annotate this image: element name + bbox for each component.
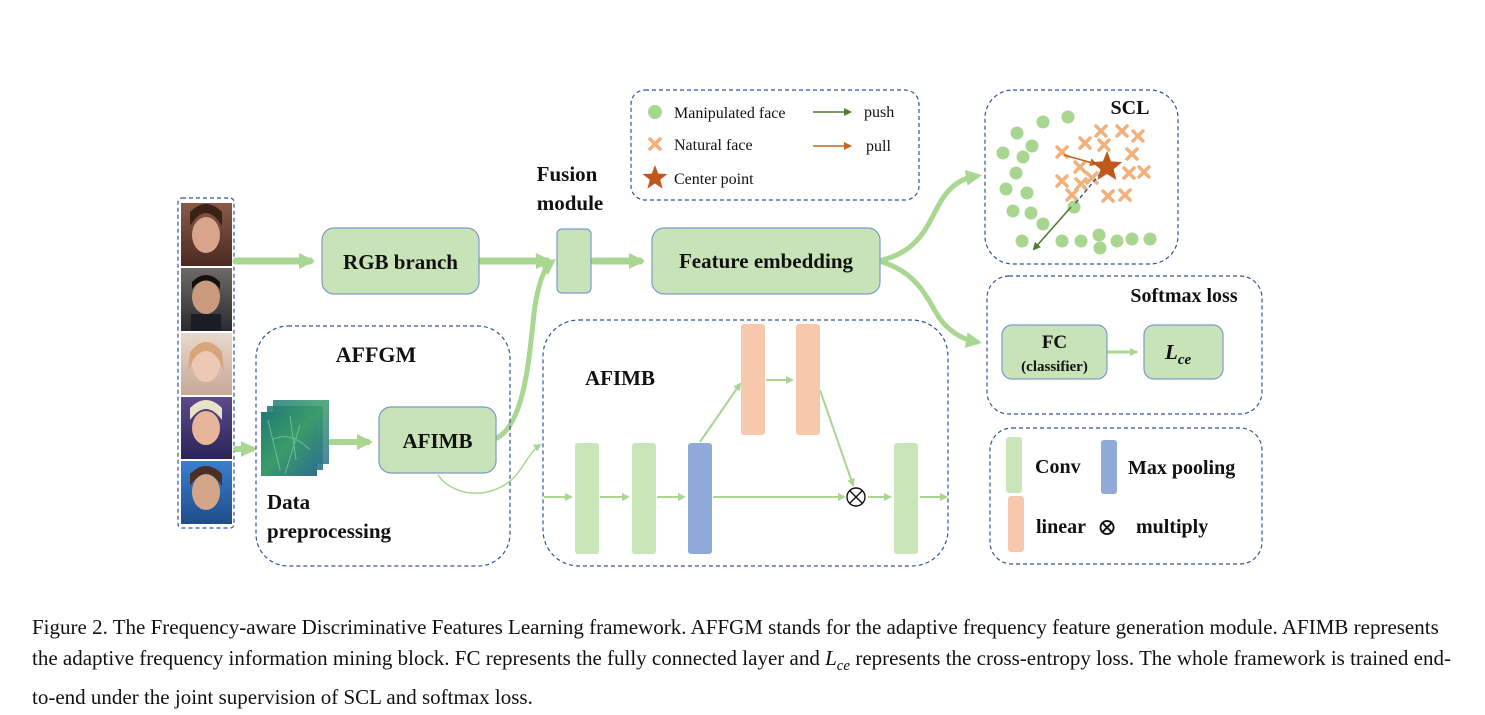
natural-face-point (1094, 124, 1108, 138)
conv-legend-swatch (1006, 437, 1022, 493)
figure-caption: Figure 2. The Frequency-aware Discrimina… (32, 612, 1457, 713)
data-preprocessing-label-1: Data (267, 490, 311, 514)
caption-part-2: represents the cross-entropy loss. The w… (32, 646, 1451, 710)
legend-max-pooling: Max pooling (1128, 457, 1235, 479)
natural-face-point (1118, 188, 1132, 202)
softmax-loss-region: Softmax loss FC (classifier) Lce (986, 275, 1263, 415)
pull-arrow (1063, 154, 1098, 167)
legend-natural-face: Natural face (674, 137, 753, 154)
fusion-module-label-1: Fusion (537, 162, 598, 186)
multiply-icon: ⊗ (1097, 515, 1117, 541)
natural-face-point (1078, 136, 1092, 150)
afimb-detail-region: AFIMB (542, 319, 949, 567)
legend-push: push (864, 104, 894, 121)
legend-manipulated-face: Manipulated face (674, 105, 786, 122)
fc-label: FC (1042, 332, 1067, 353)
natural-face-point (1101, 189, 1115, 203)
face-image-1 (181, 203, 232, 266)
rgb-branch-block: RGB branch (321, 227, 480, 295)
fusion-module-block: Fusion module (537, 162, 604, 294)
natural-face-points (1055, 124, 1151, 203)
manipulated-face-marker (648, 105, 662, 119)
face-image-5 (181, 461, 232, 524)
linear-layer-2 (796, 324, 820, 435)
natural-face-point (1065, 188, 1079, 202)
manipulated-face-points (996, 110, 1157, 255)
rgb-branch-label: RGB branch (343, 250, 458, 274)
face-image-2 (181, 268, 232, 331)
feature-embedding-label: Feature embedding (679, 249, 854, 273)
legend-linear: linear (1036, 516, 1086, 538)
legend-pull: pull (866, 138, 891, 155)
feature-embedding-block: Feature embedding (651, 227, 881, 295)
legend-center-point: Center point (674, 171, 754, 188)
framework-diagram: RGB branch Fusion module Feature embeddi… (177, 89, 1263, 567)
star-icon (642, 165, 668, 189)
legend-bottom: Conv Max pooling linear ⊗ multiply (989, 427, 1263, 565)
max-pooling-layer (688, 443, 712, 554)
natural-face-point (1125, 147, 1139, 161)
data-preprocessing-label-2: preprocessing (267, 519, 392, 543)
natural-face-point (1073, 160, 1087, 174)
natural-face-point (1131, 129, 1145, 143)
caption-part-1: Figure 2. The Frequency-aware Discrimina… (32, 615, 1439, 670)
natural-face-point (1097, 138, 1111, 152)
natural-face-point (1085, 171, 1099, 185)
lce-label: Lce (1164, 340, 1191, 368)
legend-top: Manipulated face Natural face Center poi… (630, 89, 920, 201)
fusion-module-label-2: module (537, 191, 604, 215)
push-arrow (1032, 206, 1072, 251)
caption-lce: Lce (825, 646, 851, 675)
frequency-feature-maps (261, 400, 329, 476)
linear-layer-1 (741, 324, 765, 435)
input-face-strip (177, 197, 235, 529)
natural-face-point (1122, 166, 1136, 180)
face-image-3 (181, 333, 232, 395)
max-pooling-legend-swatch (1101, 440, 1117, 494)
natural-face-point (1074, 177, 1088, 191)
linear-legend-swatch (1008, 496, 1024, 552)
affgm-region: AFFGM AFIMB Data preprocessing (255, 325, 511, 567)
affgm-label: AFFGM (336, 342, 417, 367)
legend-multiply: multiply (1136, 516, 1208, 538)
face-image-4 (181, 397, 232, 459)
natural-face-point (1137, 165, 1151, 179)
natural-face-point (1055, 145, 1069, 159)
flow-arrows (232, 169, 1138, 494)
legend-conv: Conv (1035, 456, 1081, 478)
circle-times-icon (846, 487, 866, 507)
fc-classifier-label: (classifier) (1021, 359, 1088, 375)
natural-face-marker (648, 137, 662, 151)
conv-layer-2 (632, 443, 656, 554)
center-star-icon (1091, 151, 1123, 180)
scl-label: SCL (1111, 97, 1150, 119)
softmax-loss-label: Softmax loss (1130, 285, 1237, 307)
scl-region: SCL (984, 89, 1179, 265)
afimb-detail-label: AFIMB (585, 366, 655, 390)
conv-layer-3 (894, 443, 918, 554)
natural-face-point (1115, 124, 1129, 138)
afimb-block-label: AFIMB (403, 429, 473, 453)
conv-layer-1 (575, 443, 599, 554)
natural-face-point (1055, 174, 1069, 188)
